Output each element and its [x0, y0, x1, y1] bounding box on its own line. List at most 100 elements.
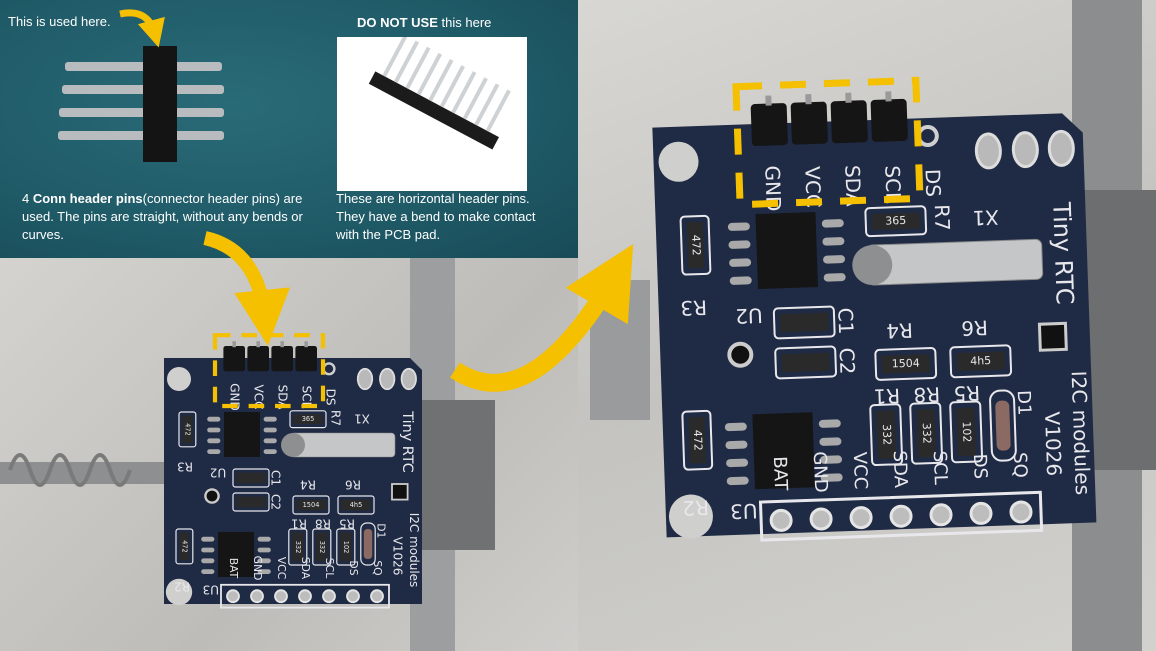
ic-u3 — [752, 412, 815, 490]
bottom-pin-label: SQ — [371, 560, 384, 575]
header-pin-block — [830, 100, 868, 144]
resistor-value: 1504 — [892, 356, 920, 370]
component-ref: R5 — [953, 381, 980, 406]
ic-u3 — [218, 532, 254, 577]
component-outline — [175, 528, 194, 565]
resistor — [182, 415, 193, 444]
arrow-icon — [450, 243, 634, 392]
resistor — [316, 532, 328, 562]
resistor — [781, 352, 830, 373]
component-outline — [772, 305, 836, 340]
resistor-value: 1504 — [303, 501, 320, 509]
component-ref: U2 — [210, 466, 226, 480]
component-ref: C2 — [835, 347, 860, 375]
bottom-pin-pad — [370, 589, 384, 604]
resistor — [236, 472, 266, 484]
ic-lead — [818, 419, 841, 428]
ic-lead — [726, 476, 749, 486]
top-pin-label-ds: DS — [324, 389, 338, 406]
component-ref: R3 — [680, 295, 707, 320]
component-outline — [232, 468, 270, 488]
caption-do-not-use: DO NOT USE this here — [357, 14, 491, 32]
resistor-value: 332 — [880, 424, 894, 445]
ic-lead — [201, 569, 215, 574]
resistor — [296, 499, 326, 511]
resistor — [871, 212, 921, 231]
component-ref: R2 — [682, 495, 709, 520]
resistor — [688, 417, 707, 464]
crystal-solder — [852, 245, 893, 286]
bottom-pin-pad — [226, 589, 240, 604]
component-outline — [336, 528, 356, 566]
resistor — [179, 532, 190, 561]
do-not-use-emphasis: DO NOT USE — [357, 15, 438, 30]
caption-used-here: This is used here. — [8, 14, 111, 29]
component-outline — [909, 401, 944, 465]
ic-lead — [201, 558, 215, 564]
resistor — [956, 351, 1005, 372]
ic-lead — [729, 258, 752, 267]
ic-lead — [263, 438, 277, 444]
bottom-pin-pad — [346, 589, 360, 604]
crystal-x1 — [289, 432, 396, 458]
bottom-pin-label: GND — [809, 451, 831, 493]
bottom-pin-pad — [969, 501, 993, 525]
via-hole — [727, 341, 754, 368]
component-ref: D1 — [375, 523, 388, 538]
component-ref: C1 — [833, 307, 858, 335]
board-module-label: I2C modules — [1067, 370, 1095, 495]
ic-lead — [257, 536, 271, 542]
component-outline — [874, 347, 938, 381]
bottom-pin-pad — [889, 504, 913, 528]
resistor — [686, 221, 705, 269]
header-pin-block — [750, 103, 788, 147]
straight-header-pin-image — [58, 46, 224, 162]
resistor-value: 365 — [302, 415, 315, 423]
through-hole-pad — [974, 132, 1002, 170]
component-ref: C2 — [269, 494, 283, 510]
component-ref: X1 — [354, 412, 370, 426]
bottom-pin-label: VCC — [275, 557, 288, 579]
component-outline — [681, 409, 714, 471]
component-ref: D1 — [1013, 390, 1035, 416]
header-pin-tip — [845, 92, 852, 103]
resistor — [293, 414, 323, 424]
ic-lead — [257, 547, 271, 553]
ic-lead — [823, 255, 846, 264]
component-ref: R8 — [315, 517, 331, 531]
component-ref: R8 — [913, 382, 940, 407]
header-pin-tip — [232, 341, 236, 348]
component-ref: U2 — [735, 303, 763, 328]
component-ref: R5 — [339, 517, 355, 531]
ic-lead — [820, 473, 843, 482]
header-pin-block — [870, 98, 908, 142]
conn-rest: (connector header pins) are used. The pi… — [22, 191, 303, 242]
board-version-label: V1026 — [390, 537, 404, 576]
through-hole-pad — [356, 367, 374, 391]
component-outline — [312, 528, 332, 566]
component-outline — [232, 492, 270, 512]
header-pin-block — [790, 101, 828, 145]
component-ref: R1 — [291, 517, 307, 531]
component-outline — [774, 345, 837, 380]
mount-hole — [165, 578, 193, 606]
component-ref: R2 — [174, 580, 190, 594]
bottom-pin-label: SDA — [889, 450, 911, 489]
resistor — [876, 410, 897, 459]
ic-lead — [263, 427, 277, 433]
component-outline — [864, 205, 928, 238]
crystal-x1 — [866, 238, 1044, 286]
bottom-pin-label: SDA — [299, 557, 312, 580]
resistor — [236, 496, 266, 508]
component-ref: R6 — [345, 478, 361, 492]
bottom-pin-pad — [849, 506, 873, 530]
resistor — [340, 532, 352, 562]
component-outline — [679, 214, 712, 276]
bottom-pin-label: GND — [251, 556, 264, 581]
board-version-label: V1026 — [1040, 411, 1066, 476]
mount-hole — [658, 141, 699, 182]
caption-conn-header: 4 Conn header pins(connector header pins… — [22, 190, 322, 244]
through-hole-pad — [1011, 131, 1039, 169]
